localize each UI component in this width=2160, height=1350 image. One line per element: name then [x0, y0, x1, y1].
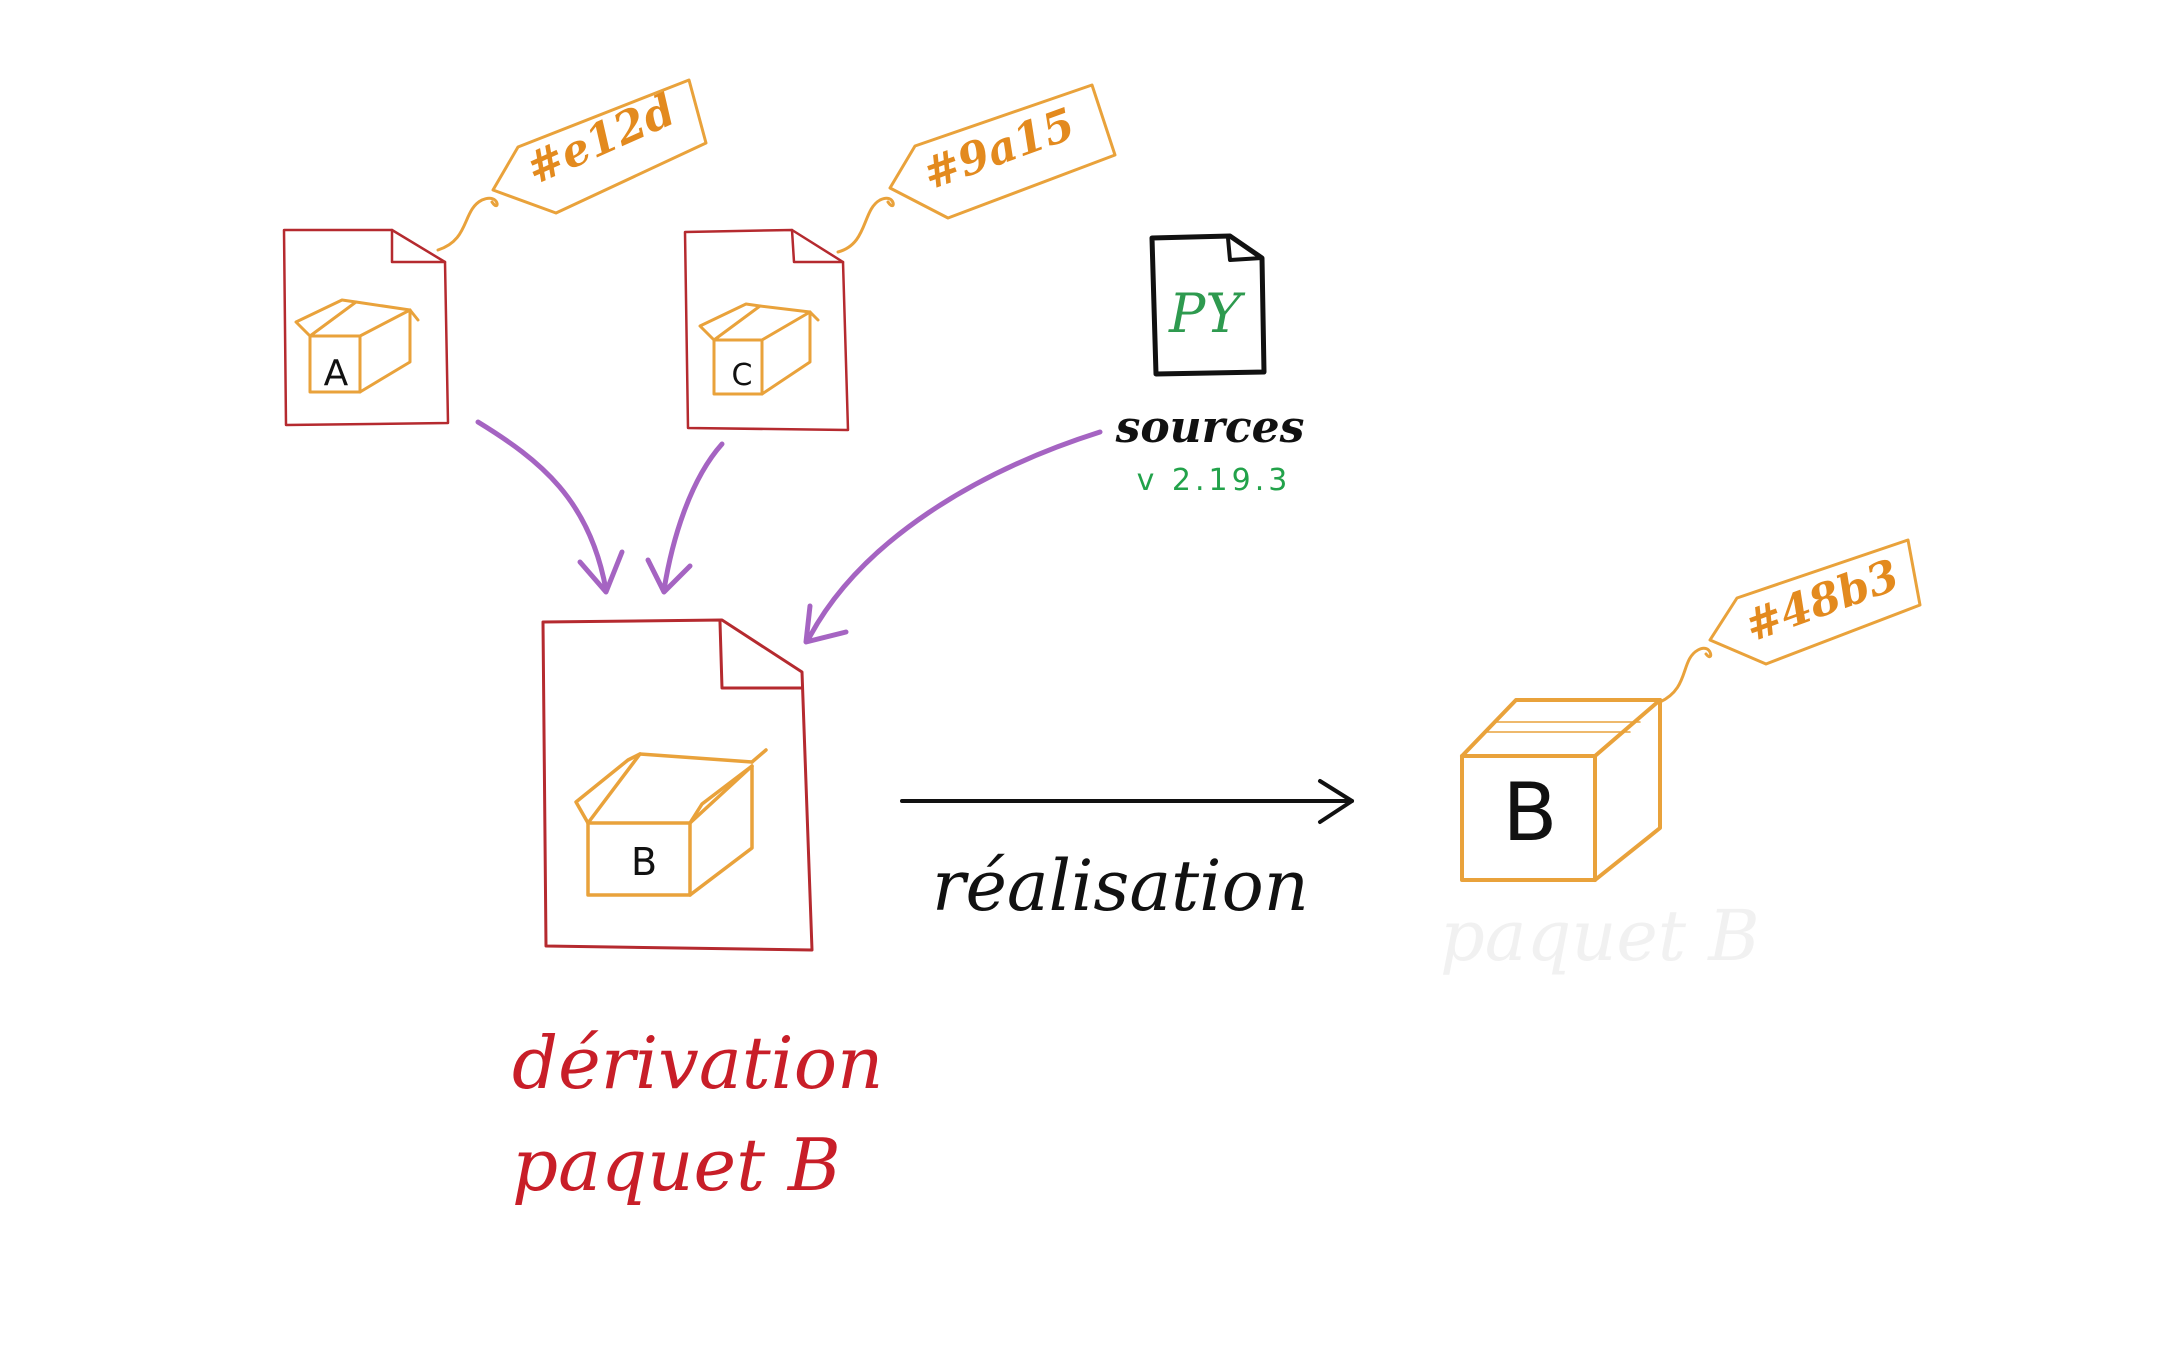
- realisation-label: réalisation: [932, 845, 1309, 927]
- input-derivation-c: C #9a15: [683, 83, 1117, 432]
- output-caption: paquet B: [1440, 895, 1760, 977]
- tag-icon: [491, 78, 708, 215]
- derivation-caption-line1: dérivation: [512, 1021, 883, 1105]
- sources-version: v 2.19.3: [1137, 463, 1292, 498]
- output-package-b: B #48b3 paquet B: [1440, 538, 1922, 977]
- closed-box-icon: [1460, 698, 1662, 882]
- sources-caption: sources: [1115, 402, 1305, 453]
- box-label-b: B: [631, 840, 657, 884]
- open-box-icon: [698, 302, 820, 396]
- hash-tag-c: #9a15: [916, 99, 1081, 201]
- tag-string: [1658, 646, 1713, 704]
- source-language-label: PY: [1168, 282, 1245, 345]
- hash-tag-a: #e12d: [519, 85, 683, 195]
- box-label-c: C: [732, 358, 753, 393]
- sources: PY sources v 2.19.3: [1115, 233, 1305, 498]
- tag-icon: [1708, 538, 1922, 666]
- arrow-icon: [475, 419, 609, 593]
- box-label-a: A: [324, 353, 349, 394]
- realisation-step: réalisation: [900, 779, 1354, 927]
- open-box-icon: [574, 748, 768, 897]
- tag-icon: [888, 83, 1117, 220]
- derivation-b: B dérivation paquet B: [512, 618, 883, 1207]
- tag-string: [436, 196, 499, 252]
- input-derivation-a: A #e12d: [282, 78, 708, 427]
- arrow-icon: [805, 429, 1103, 643]
- document-icon: [1149, 233, 1267, 377]
- open-box-icon: [294, 298, 420, 394]
- box-label-b-output: B: [1503, 766, 1558, 859]
- document-icon: [683, 228, 850, 432]
- hash-tag-output: #48b3: [1738, 550, 1905, 652]
- arrow-icon: [661, 441, 725, 593]
- input-arrows: [475, 419, 1103, 645]
- document-icon: [541, 618, 814, 952]
- derivation-caption-line2: paquet B: [512, 1123, 841, 1207]
- tag-string: [836, 196, 895, 254]
- document-icon: [282, 228, 450, 427]
